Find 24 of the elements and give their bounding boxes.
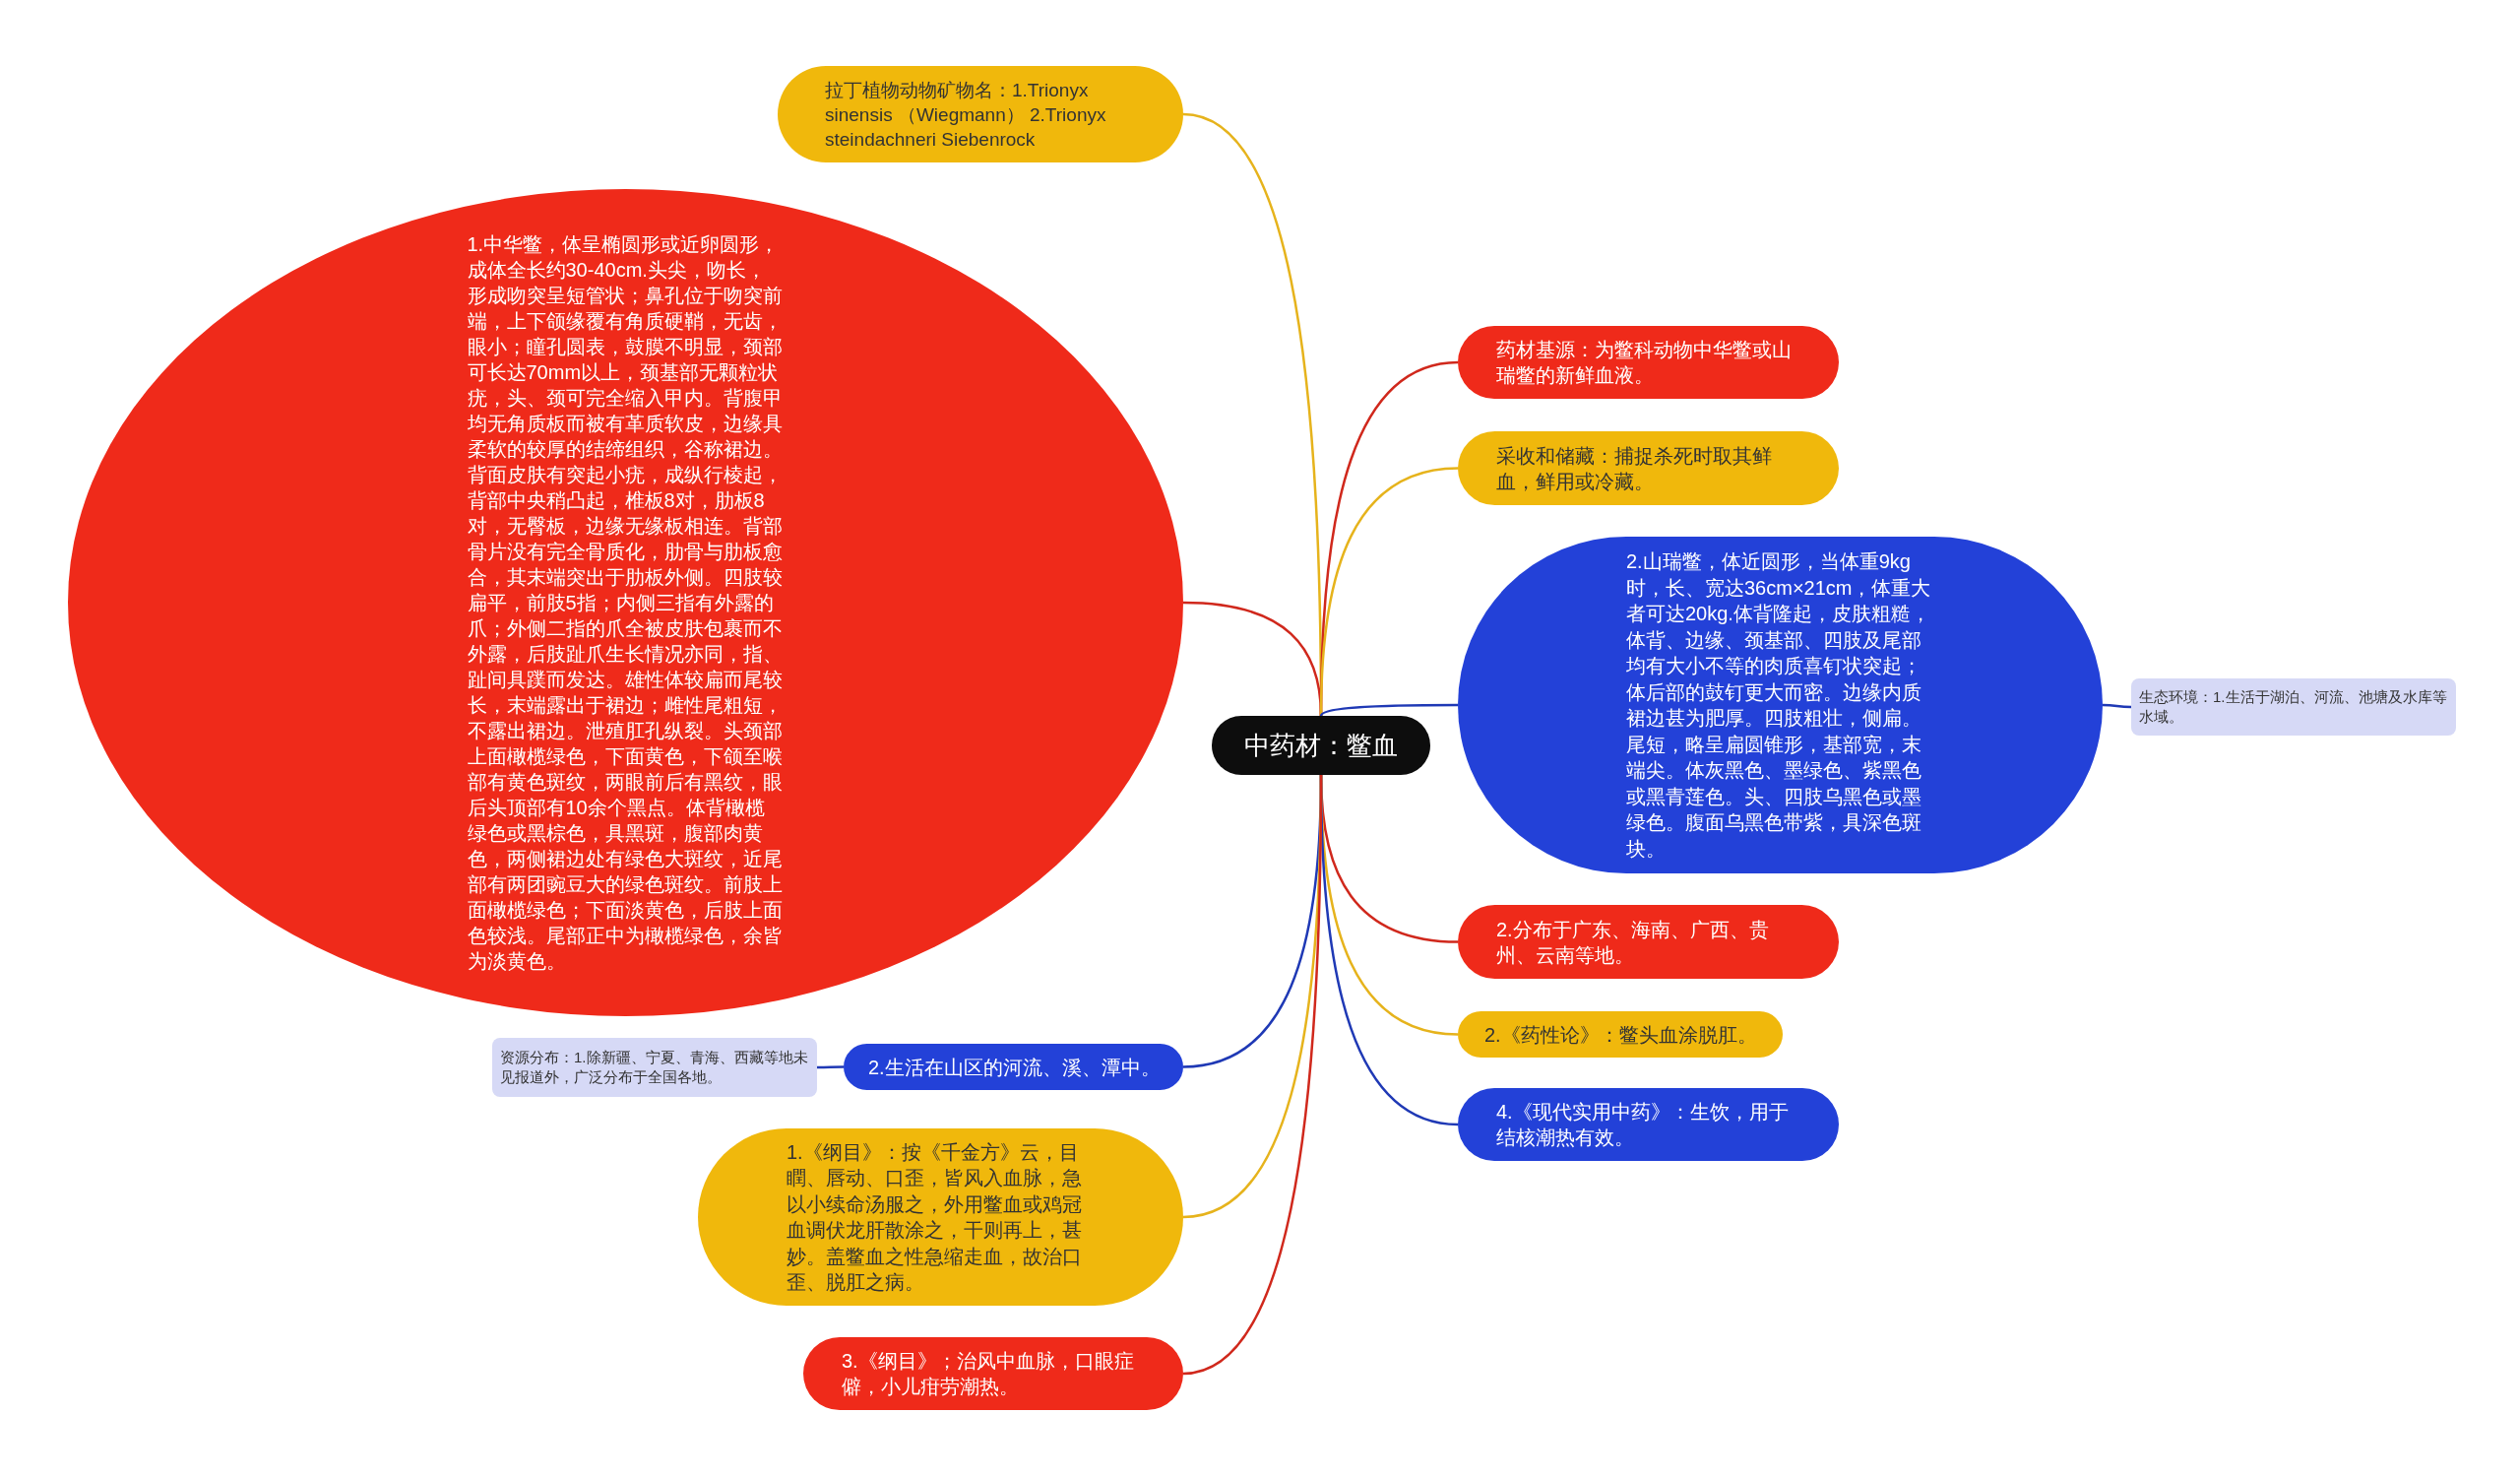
connector-line [1320, 703, 1458, 717]
topic-text: 2.分布于广东、海南、广西、贵州、云南等地。 [1496, 917, 1770, 968]
connector-line [1182, 775, 1323, 1376]
topic-text: 3.《纲目》；治风中血脉，口眼症僻，小儿疳劳潮热。 [842, 1349, 1135, 1399]
central-topic [1212, 716, 1430, 775]
note-card [2131, 678, 2456, 736]
connector-line [1319, 467, 1459, 717]
connector-line [817, 1065, 844, 1069]
topic-text: 2.生活在山区的河流、溪、潭中。 [868, 1055, 1162, 1080]
central-topic-text: 中药材：鳖血 [1244, 730, 1398, 761]
topic-pill [1458, 1011, 1783, 1058]
topic-text: 资源分布：1.除新疆、宁夏、青海、西藏等地未见报道外，广泛分布于全国各地。 [500, 1048, 809, 1087]
topic-text: 2.《药性论》：鳖头血涂脱肛。 [1484, 1022, 1758, 1048]
note-card [492, 1038, 817, 1097]
topic-pill [844, 1044, 1183, 1090]
topic-text: 采收和储藏：捕捉杀死时取其鲜血，鲜用或冷藏。 [1496, 443, 1773, 494]
topic-text: 生态环境：1.生活于湖泊、河流、池塘及水库等水域。 [2139, 687, 2448, 727]
topic-text: 1.《纲目》：按《千金方》云，目瞤、唇动、口歪，皆风入血脉，急以小续命汤服之，外用鳖血或鸡冠血调伏龙肝散涂之，干则再上，甚妙。盖鳖血之性急缩走血，故治口歪、脱肛之病。 [787, 1139, 1083, 1295]
topic-text: 拉丁植物动物矿物名：1.Trionyx sinensis （Wiegmann） 2.Trionyx steindachneri Siebenrock [825, 78, 1107, 152]
topic-text: 2.山瑞鳖，体近圆形，当体重9kg时，长、宽达36cm×21cm，体重大者可达20kg.体背隆起，皮肤粗糙，体背、边缘、颈基部、四肢及尾部均有大小不等的肉质喜钉状突起；体后部的鼓钉更大而密。边缘内质裙边甚为肥厚。四肢粗壮，侧扁。尾短，略呈扁圆锥形，基部宽，末端尖。体灰黑色、墨绿色、紫黑色或黑青莲色。头、四肢乌黑色或墨绿色。腹面乌黑色带紫，具深色斑块。 [1626, 549, 1931, 862]
topic-text: 药材基源：为鳖科动物中华鳖或山瑞鳖的新鲜血液。 [1496, 338, 1793, 388]
topic-text: 4.《现代实用中药》：生饮，用于结核潮热有效。 [1496, 1100, 1790, 1150]
topic-text: 1.中华鳖，体呈椭圆形或近卵圆形，成体全长约30-40cm.头尖，吻长，形成吻突呈短管状；鼻孔位于吻突前端，上下颌缘覆有角质硬鞘，无齿，眼小；瞳孔圆表，鼓膜不明显，颈部可长达70mm以上，颈基部无颗粒状疣，头、颈可完全缩入甲内。背腹甲均无角质板而被有革质软皮，边缘具柔软的较厚的结缔组织，谷称裙边。背面皮肤有突起小疣，成纵行棱起，背部中央稍凸起，椎板8对，肋板8对，无臀板，边缘无缘板相连。背部骨片没有完全骨质化，肋骨与肋板愈合，其末端突出于肋板外侧。四肢较扁平，前肢5指；内侧三指有外露的爪；外侧二指的爪全被皮肤包裹而不外露，后肢趾爪生长情况亦同，指、趾间具蹼而发达。雄性体较扁而尾较长，末端露出于裙边；雌性尾粗短，不露出裙边。泄殖肛孔纵裂。头颈部上面橄榄绿色，下面黄色，下颌至喉部有黄色斑纹，两眼前后有黑纹，眼后头顶部有10余个黑点。体背橄榄绿色或黑棕色，具黑斑，腹部肉黄色，两侧裙边处有绿色大斑纹，近尾部有两团豌豆大的绿色斑纹。前肢上面橄榄绿色；下面淡黄色，后肢上面色较浅。尾部正中为橄榄绿色，余皆为淡黄色。 [467, 232, 784, 974]
connector-line [2103, 703, 2131, 709]
